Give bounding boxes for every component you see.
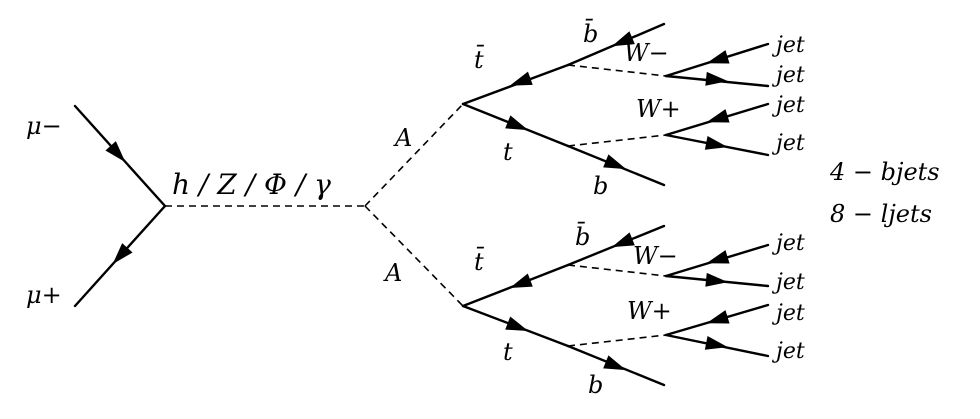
w-minus-bottom-jet1-arrow — [706, 250, 730, 264]
muon-plus-arrow — [112, 243, 133, 265]
w-plus-bottom-label: W+ — [627, 297, 672, 325]
w-minus-top-label: W− — [624, 39, 669, 67]
jet-label: jet — [771, 63, 805, 88]
tbar-top-arrow — [509, 71, 533, 86]
tbar-top-label: t̄ — [474, 45, 485, 74]
bottom-ttbar-branch — [461, 224, 770, 387]
muon-minus-arrow — [105, 141, 126, 163]
a-boson-top-line — [364, 103, 464, 207]
a-boson-bottom-label: A — [383, 259, 402, 287]
jet-label: jet — [771, 301, 805, 326]
ljets-count-label: 8 − ljets — [830, 200, 932, 228]
jet-label: jet — [771, 231, 805, 256]
tbar-bottom-label: t̄ — [474, 247, 485, 276]
t-bottom-arrow — [505, 316, 529, 331]
a-boson-bottom-line — [364, 205, 464, 307]
t-top-label: t — [503, 138, 513, 166]
w-minus-bottom-line — [567, 264, 667, 277]
w-plus-bottom-line — [567, 334, 667, 347]
w-minus-bottom-label: W− — [633, 242, 678, 270]
jet-label: jet — [771, 93, 805, 118]
w-minus-top-jet1-arrow — [706, 50, 730, 64]
muon-minus-label: μ− — [26, 112, 62, 140]
w-minus-top-line — [567, 64, 667, 77]
bbar-bottom-label: b̄ — [575, 222, 590, 251]
top-ttbar-branch — [461, 22, 770, 187]
w-plus-bottom-jet1-arrow — [706, 310, 730, 324]
w-plus-top-jet1-arrow — [706, 109, 730, 123]
bbar-bottom-arrow — [611, 232, 635, 248]
w-plus-bottom-jet2-arrow — [704, 336, 728, 350]
a-boson-top-label: A — [393, 124, 412, 152]
tbar-bottom-arrow — [509, 273, 533, 288]
b-top-label: b — [593, 172, 608, 200]
bbar-top-arrow — [611, 31, 635, 47]
jet-label: jet — [771, 131, 805, 156]
bjets-count-label: 4 − bjets — [829, 158, 940, 186]
b-top-arrow — [603, 154, 627, 170]
w-plus-top-line — [567, 134, 667, 147]
bbar-top-label: b̄ — [583, 19, 598, 48]
jet-label: jet — [771, 270, 805, 295]
b-bottom-arrow — [603, 355, 627, 371]
t-top-arrow — [505, 115, 529, 131]
incoming-muons — [73, 104, 167, 308]
w-minus-top-jet2-arrow — [705, 71, 728, 86]
jet-label: jet — [771, 33, 805, 58]
jet-label: jet — [771, 339, 805, 364]
t-bottom-label: t — [503, 338, 513, 366]
propagator-label: h / Z / Φ / γ — [172, 168, 331, 201]
w-plus-top-jet2-arrow — [704, 136, 728, 150]
muon-plus-label: μ+ — [26, 281, 62, 309]
w-plus-top-label: W+ — [636, 95, 681, 123]
w-minus-bottom-jet2-arrow — [705, 272, 728, 287]
b-bottom-label: b — [588, 371, 603, 399]
